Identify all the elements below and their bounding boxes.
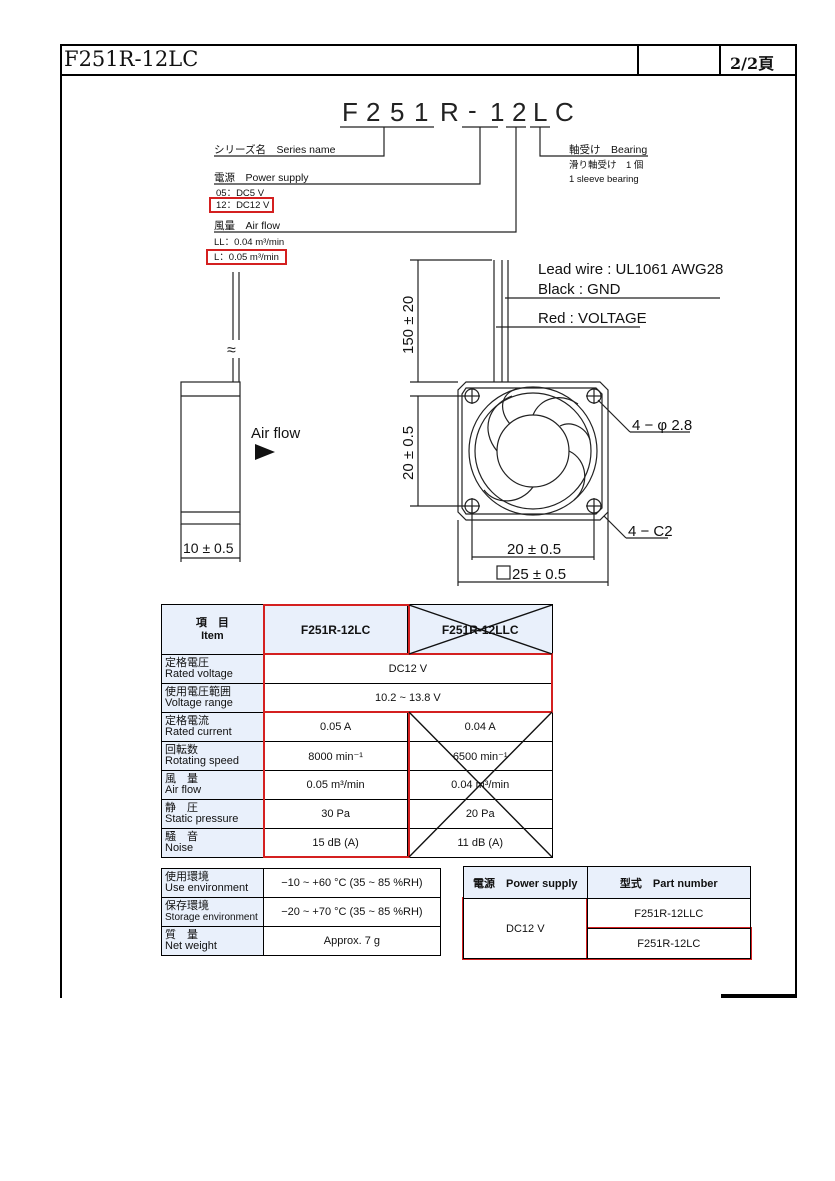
cell-value: 15 dB (A) [262, 828, 409, 858]
model-code-char: - [468, 95, 477, 125]
cell-value: 8000 min⁻¹ [262, 741, 409, 771]
frame-right-border [795, 74, 797, 998]
square-symbol [496, 565, 511, 580]
highlight-box [209, 197, 274, 213]
model-code: F 2 5 1 R - 1 2 L C [342, 95, 574, 127]
header-divider [637, 44, 639, 76]
header-divider [719, 44, 721, 76]
air-option: LL：0.04 m³/min [214, 237, 284, 248]
cell-value: 0.04 A [407, 712, 553, 742]
black-wire-label: Black : GND [538, 281, 621, 298]
cell-value: DC12 V [463, 898, 588, 959]
model-code-char: 2 [366, 97, 380, 127]
dim-lead-length: 150 ± 20 [400, 296, 417, 354]
dim-hole-pitch-vertical: 20 ± 0.5 [400, 426, 417, 480]
power-option: 05：DC5 V [216, 188, 265, 199]
table-row: DC12 V F251R-12LLC [463, 898, 752, 959]
bearing-en: 1 sleeve bearing [569, 174, 639, 185]
model-code-char: L [533, 97, 547, 127]
document-title: F251R-12LC [64, 47, 199, 71]
fan-side-view [180, 272, 241, 562]
power-supply-header: 電源 Power supply [463, 866, 588, 899]
lead-wire-label: Lead wire : UL1061 AWG28 [538, 261, 723, 278]
model2-header: F251R-12LLC [407, 604, 553, 655]
power-option-selected: 12：DC12 V [216, 200, 270, 211]
air-flow-label: 風量 Air flow [214, 220, 280, 232]
cell-value: 10.2 ~ 13.8 V [262, 683, 554, 713]
model-code-char: C [555, 97, 574, 127]
cell-value: −10 ~ +60 °C (35 ~ 85 %RH) [262, 868, 442, 898]
cell-value: F251R-12LC [586, 928, 752, 959]
cell-value: 6500 min⁻¹ [407, 741, 553, 771]
wire-break-symbol: ≈ [227, 342, 236, 359]
model1-header: F251R-12LC [262, 604, 409, 655]
cell-value: F251R-12LLC [586, 898, 752, 929]
drawing-canvas: F 2 5 1 R - 1 2 L C シリーズ名 Series name 電源… [180, 95, 723, 586]
cell-value: −20 ~ +70 °C (35 ~ 85 %RH) [262, 897, 442, 927]
highlight-box [206, 249, 287, 265]
cell-value: 0.05 m³/min [262, 770, 409, 800]
model-code-char: R [440, 97, 459, 127]
cell-value: 20 Pa [407, 799, 553, 829]
holes-label: 4 − φ 2.8 [632, 417, 692, 434]
model-code-char: 1 [414, 97, 428, 127]
bearing-label: 軸受け Bearing [569, 143, 647, 156]
model-code-char: 1 [490, 97, 504, 127]
cell-value: 0.05 A [262, 712, 409, 742]
cell-value: Approx. 7 g [262, 926, 442, 956]
cell-value: 30 Pa [262, 799, 409, 829]
cell-value: 0.04 m³/min [407, 770, 553, 800]
table-header-row: 電源 Power supply 型式 Part number [463, 866, 752, 899]
air-option-selected: L：0.05 m³/min [214, 252, 279, 263]
air-flow-caption: Air flow [251, 425, 300, 442]
cell-value: DC12 V [262, 654, 554, 684]
dim-frame-size: 25 ± 0.5 [512, 566, 566, 583]
chamfer-label: 4 − C2 [628, 523, 673, 540]
dim-hole-pitch: 20 ± 0.5 [507, 541, 561, 558]
power-supply-label: 電源 Power supply [214, 171, 309, 184]
model-code-char: 2 [512, 97, 526, 127]
part-number-header: 型式 Part number [586, 866, 752, 899]
page-number: 2/2頁 [730, 54, 775, 73]
red-wire-label: Red : VOLTAGE [538, 310, 647, 327]
part-number-table: 電源 Power supply 型式 Part number DC12 V F2… [463, 866, 752, 959]
frame-bottom-mark [721, 994, 797, 998]
bearing-jp: 滑り軸受け 1 個 [569, 159, 643, 171]
table-row: F251R-12LC [464, 928, 752, 959]
model-code-char: F [342, 97, 358, 127]
dim-thickness: 10 ± 0.5 [183, 540, 234, 556]
cell-value: 11 dB (A) [407, 828, 553, 858]
frame-left-border [60, 74, 62, 998]
model-code-char: 5 [390, 97, 404, 127]
series-name-label: シリーズ名 Series name [214, 143, 336, 156]
air-flow-arrow-icon [255, 444, 275, 460]
fan-front-view [410, 259, 720, 586]
header-frame [60, 44, 797, 76]
